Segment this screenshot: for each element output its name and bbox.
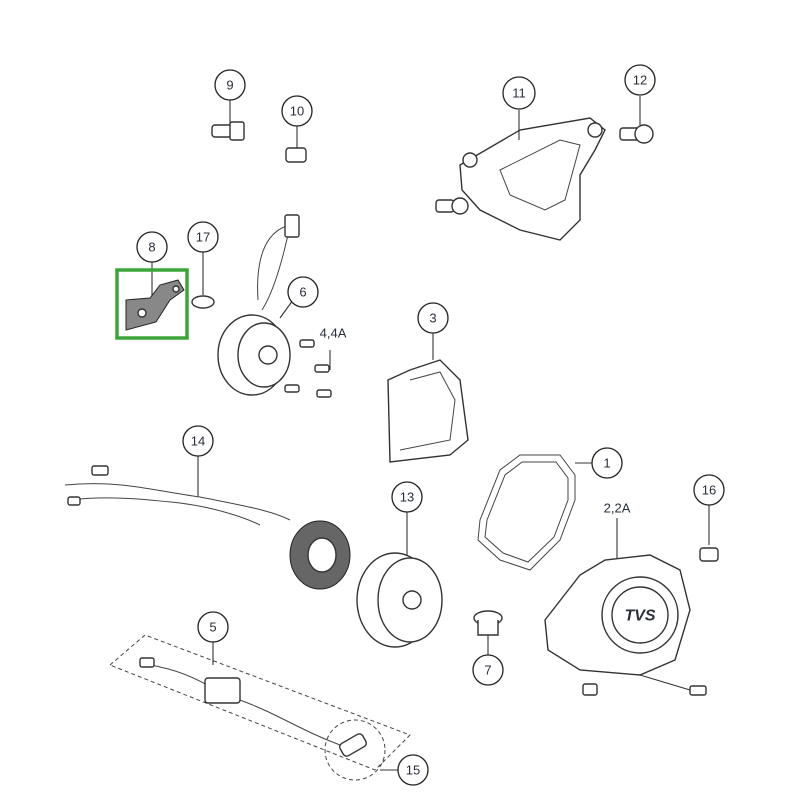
part-6-rotor[interactable] xyxy=(217,214,300,396)
tvs-logo: TVS xyxy=(624,608,655,625)
callout-9[interactable]: 9 xyxy=(214,69,246,101)
svg-text:9: 9 xyxy=(226,78,233,93)
part-3-sprocket-cover[interactable] xyxy=(387,332,469,463)
part-8-bracket[interactable] xyxy=(115,262,189,340)
part-11-cover-frame[interactable] xyxy=(435,110,606,241)
svg-text:5: 5 xyxy=(209,620,216,635)
callout-6[interactable]: 6 xyxy=(287,276,319,308)
svg-text:2,2A: 2,2A xyxy=(604,501,631,516)
callout-4-4a[interactable]: 4,4A xyxy=(320,326,347,341)
part-5-ignition-coil[interactable] xyxy=(109,634,411,781)
svg-text:15: 15 xyxy=(406,763,420,778)
callout-12[interactable]: 12 xyxy=(624,64,656,96)
part-4-bolts[interactable] xyxy=(284,339,332,398)
callout-10[interactable]: 10 xyxy=(281,95,313,127)
svg-text:3: 3 xyxy=(429,311,436,326)
callout-11[interactable]: 11 xyxy=(502,76,536,110)
part-16-dowel[interactable] xyxy=(699,505,719,562)
callout-7[interactable]: 7 xyxy=(472,654,504,686)
callout-16[interactable]: 16 xyxy=(693,474,725,506)
callout-8[interactable]: 8 xyxy=(136,231,168,263)
part-14-stator-harness[interactable] xyxy=(64,455,351,590)
callout-14[interactable]: 14 xyxy=(182,425,214,457)
svg-text:7: 7 xyxy=(484,663,491,678)
svg-text:14: 14 xyxy=(191,434,205,449)
svg-text:17: 17 xyxy=(196,230,210,245)
svg-text:11: 11 xyxy=(512,86,526,101)
selection-highlight xyxy=(115,268,189,340)
svg-text:16: 16 xyxy=(702,483,716,498)
callout-13[interactable]: 13 xyxy=(391,481,423,513)
svg-text:13: 13 xyxy=(400,490,414,505)
svg-text:8: 8 xyxy=(148,240,155,255)
svg-text:10: 10 xyxy=(290,104,304,119)
callout-2-2a[interactable]: 2,2A xyxy=(604,501,631,516)
callout-5[interactable]: 5 xyxy=(197,611,229,643)
svg-text:12: 12 xyxy=(633,73,647,88)
part-12-bolt[interactable] xyxy=(619,96,654,144)
part-2-generator-cover[interactable]: TVS xyxy=(544,518,707,696)
part-9-bolt[interactable] xyxy=(211,100,245,141)
callout-15[interactable]: 15 xyxy=(397,754,429,786)
part-10-nut[interactable] xyxy=(285,126,307,163)
part-7-bushing[interactable] xyxy=(473,610,503,655)
callout-1[interactable]: 1 xyxy=(591,447,623,479)
svg-text:1: 1 xyxy=(603,456,610,471)
svg-text:4,4A: 4,4A xyxy=(320,326,347,341)
callout-17[interactable]: 17 xyxy=(187,221,219,253)
part-13-flywheel[interactable] xyxy=(356,512,443,648)
svg-text:6: 6 xyxy=(299,285,306,300)
part-17-washer[interactable] xyxy=(191,252,215,309)
callout-3[interactable]: 3 xyxy=(417,302,449,334)
part-1-gasket[interactable] xyxy=(477,454,595,571)
